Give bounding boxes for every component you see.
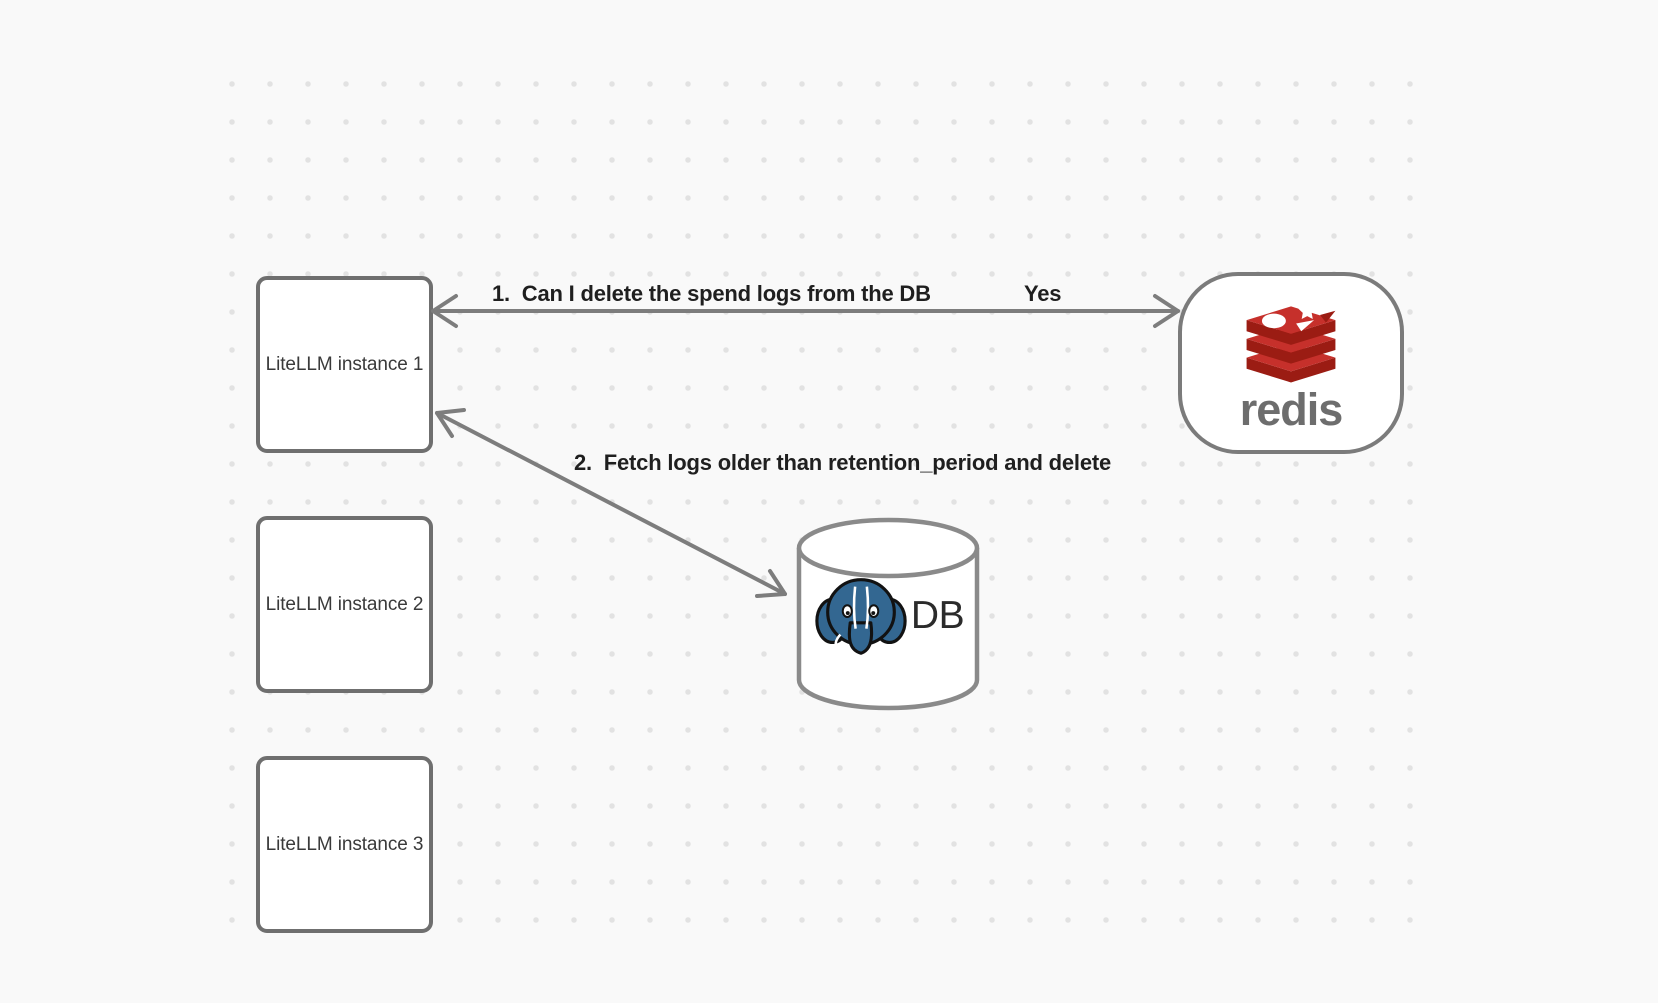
redis-node-label: redis: [1239, 383, 1344, 435]
postgresql-elephant-icon: [815, 578, 907, 655]
litellm-instance-2-node[interactable]: LiteLLM instance 2: [256, 516, 433, 693]
redis-logo-icon: [1246, 302, 1336, 382]
litellm-instance-1-node[interactable]: LiteLLM instance 1: [256, 276, 433, 453]
edge1-answer-label[interactable]: Yes: [1024, 281, 1062, 306]
litellm-instance-1-label: LiteLLM instance 1: [265, 353, 424, 375]
edge2-fetch-label[interactable]: 2. Fetch logs older than retention_perio…: [574, 450, 1112, 475]
litellm-instance-2-label: LiteLLM instance 2: [265, 593, 424, 615]
edge1-question-label[interactable]: 1. Can I delete the spend logs from the …: [492, 281, 931, 306]
redis-node[interactable]: redis: [1178, 272, 1404, 454]
database-label: DB: [910, 594, 965, 637]
database-content: DB: [795, 570, 981, 662]
litellm-instance-3-label: LiteLLM instance 3: [265, 833, 424, 855]
litellm-instance-3-node[interactable]: LiteLLM instance 3: [256, 756, 433, 933]
